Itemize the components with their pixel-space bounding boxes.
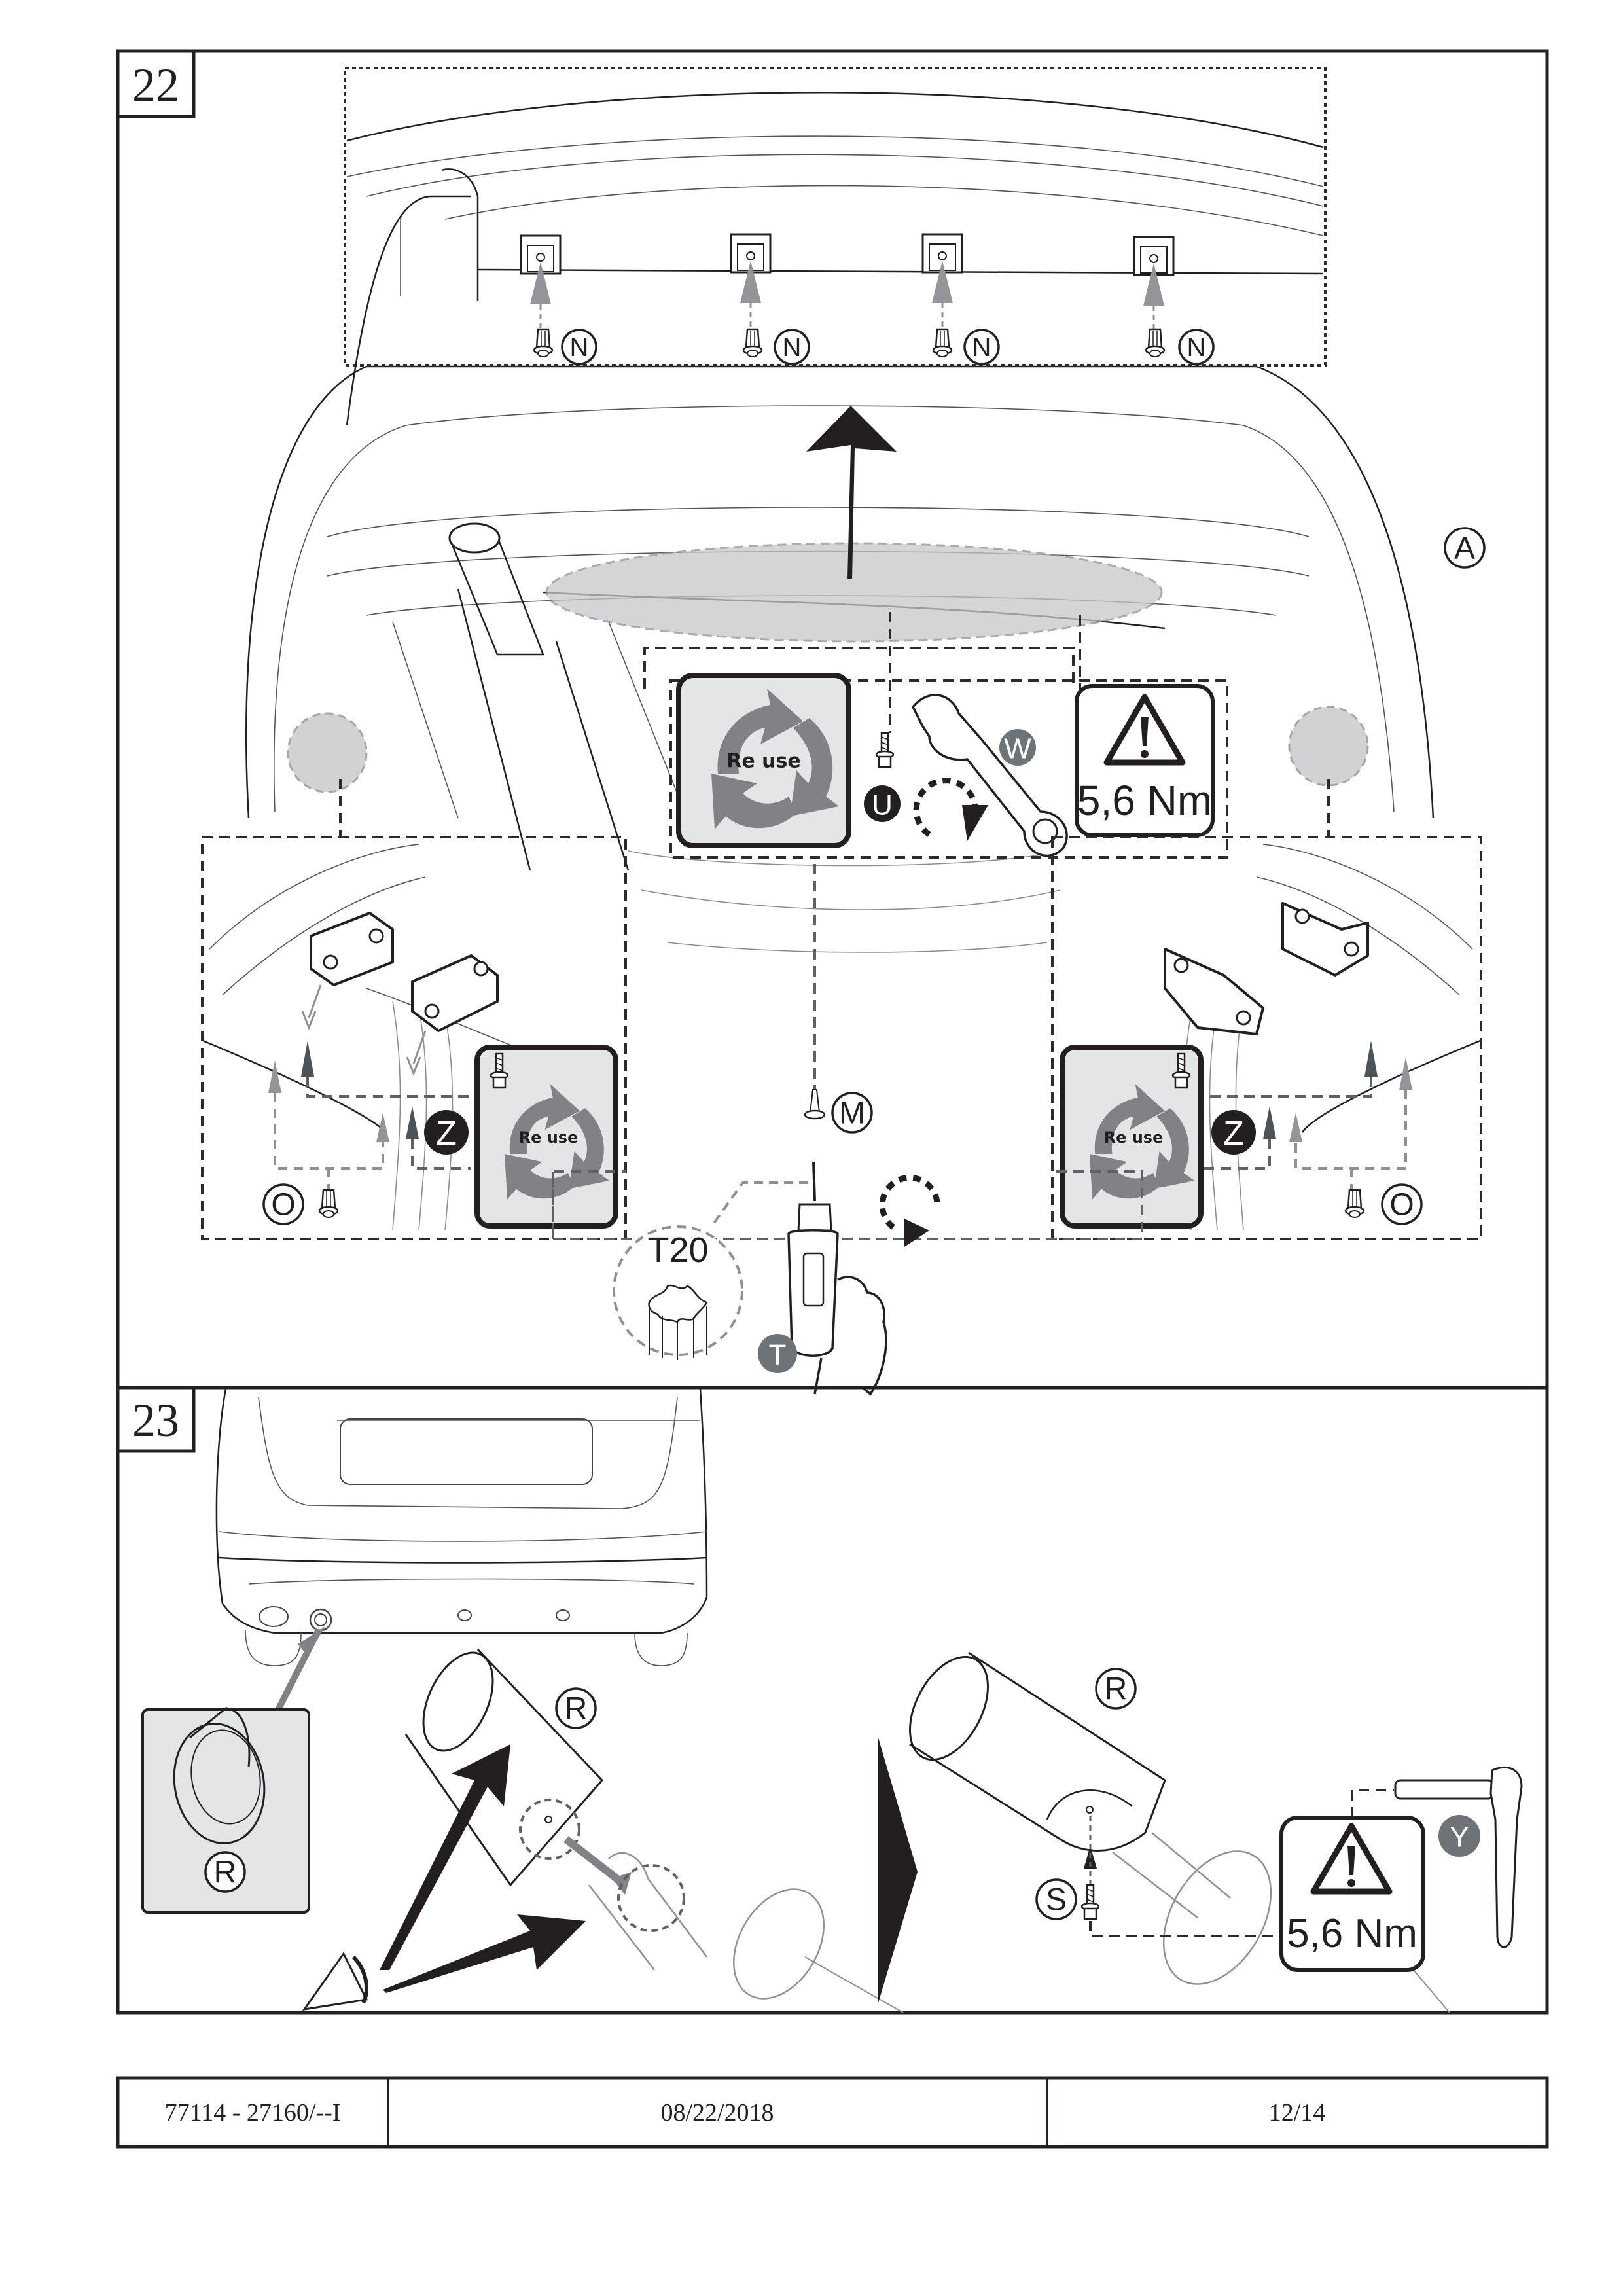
torque-spec-23: 5,6 Nm xyxy=(1279,1789,1425,1972)
label-n: N xyxy=(570,333,589,362)
reuse-icon-large: Re use xyxy=(676,673,851,848)
badge-w: W xyxy=(999,729,1036,766)
svg-text:A: A xyxy=(1454,531,1475,566)
clip-mounts xyxy=(520,233,1175,276)
rotate-clockwise-icon xyxy=(913,778,988,841)
screw-icon xyxy=(875,732,895,768)
ratchet-icon xyxy=(1394,1766,1523,1948)
label-n: N xyxy=(1187,333,1206,362)
torx-bit-icon xyxy=(648,1284,708,1360)
badge-u: U xyxy=(864,785,901,822)
vehicle-rear-view xyxy=(215,1388,708,1666)
document-number: 77114 - 27160/--I xyxy=(165,2099,341,2126)
svg-text:Y: Y xyxy=(1450,1821,1469,1854)
bracket-icon xyxy=(1281,902,1369,977)
label-r: R xyxy=(1105,1672,1128,1707)
right-bracket-detail: O Z Re use xyxy=(1051,779,1482,1240)
badge-z-right: Z xyxy=(1211,1110,1256,1155)
step-23-label: 23 xyxy=(116,1386,196,1453)
badge-t: T xyxy=(758,1334,797,1373)
push-clip-icon xyxy=(742,328,763,358)
reuse-icon-right: Re use xyxy=(1060,1045,1204,1229)
svg-text:Z: Z xyxy=(1223,1115,1244,1153)
step-23-illustration: R R xyxy=(141,1388,1523,2013)
clip-label-o-left: O xyxy=(262,1183,304,1225)
svg-text:W: W xyxy=(1004,733,1031,765)
svg-text:M: M xyxy=(839,1096,865,1131)
vehicle-rear-underside xyxy=(245,365,1435,1231)
main-frame xyxy=(116,49,1549,2015)
step-22-illustration: N N N N xyxy=(201,67,1486,1396)
bracket-icon xyxy=(1164,948,1264,1035)
drill-icon xyxy=(787,1161,887,1396)
bracket-icon xyxy=(411,954,499,1032)
clip-n-1: N xyxy=(530,262,597,365)
label-n: N xyxy=(972,333,991,362)
step-22-label: 22 xyxy=(116,49,196,118)
svg-text:O: O xyxy=(1389,1188,1414,1223)
torque-spec-22: 5,6 Nm xyxy=(1075,684,1215,837)
push-clip-icon xyxy=(533,328,554,358)
push-clip-icon xyxy=(932,328,953,358)
push-clip-icon xyxy=(1344,1189,1365,1219)
direction-arrow-icon xyxy=(380,1744,510,1970)
label-r: R xyxy=(214,1856,237,1890)
label-n: N xyxy=(783,333,802,362)
svg-text:O: O xyxy=(271,1188,295,1223)
footer-table: 77114 - 27160/--I 08/22/2018 12/14 xyxy=(116,2076,1549,2149)
screw-icon xyxy=(1080,1884,1100,1920)
push-clip-icon xyxy=(1145,328,1166,358)
tailpipe-detail: R xyxy=(141,1707,310,1914)
wrench-icon xyxy=(911,694,1068,857)
svg-text:Re use: Re use xyxy=(1104,1128,1164,1147)
next-step-arrow-icon xyxy=(878,1738,918,2003)
page-number: 12/14 xyxy=(1269,2099,1326,2126)
direction-arrow-icon xyxy=(383,1914,586,1993)
left-bracket-detail: O Z Re use xyxy=(201,779,627,1240)
cutter-icon xyxy=(302,1952,368,2011)
clip-label-o-right: O xyxy=(1381,1183,1423,1225)
svg-text:T: T xyxy=(769,1339,787,1371)
svg-text:U: U xyxy=(872,789,893,821)
label-r: R xyxy=(565,1692,588,1727)
tailpipe-exploded: R xyxy=(404,1648,904,2013)
torx-bit-detail: T20 xyxy=(613,1181,808,1360)
step-23-number: 23 xyxy=(132,1394,179,1446)
clip-n-3: N xyxy=(932,260,1000,365)
reuse-icon-left: Re use xyxy=(474,1045,618,1229)
svg-text:Re use: Re use xyxy=(726,750,800,773)
screw-s: S xyxy=(1035,1816,1356,1937)
svg-text:S: S xyxy=(1046,1883,1067,1918)
vehicle-label-a: A xyxy=(1444,527,1486,569)
bit-size-label: T20 xyxy=(647,1230,708,1270)
badge-z-left: Z xyxy=(424,1110,469,1155)
svg-text:Re use: Re use xyxy=(519,1128,579,1147)
screw-m: M xyxy=(804,1089,873,1134)
center-screw-detail: Re use U W xyxy=(643,612,1228,1113)
document-date: 08/22/2018 xyxy=(660,2099,774,2126)
remove-bumper-arrow-icon xyxy=(806,406,897,579)
bracket-icon xyxy=(310,912,394,986)
tailpipe-mounted: R xyxy=(908,1651,1450,2013)
step-22-number: 22 xyxy=(132,59,179,111)
svg-text:5,6 Nm: 5,6 Nm xyxy=(1287,1911,1418,1956)
bumper-clips-detail: N N N N xyxy=(344,67,1327,426)
clip-n-4: N xyxy=(1143,263,1215,365)
svg-text:Z: Z xyxy=(436,1115,457,1153)
rotate-clockwise-icon xyxy=(879,1174,940,1247)
clip-n-2: N xyxy=(740,260,810,365)
push-clip-icon xyxy=(318,1189,339,1219)
badge-y: Y xyxy=(1438,1815,1480,1857)
svg-text:5,6 Nm: 5,6 Nm xyxy=(1077,777,1212,824)
